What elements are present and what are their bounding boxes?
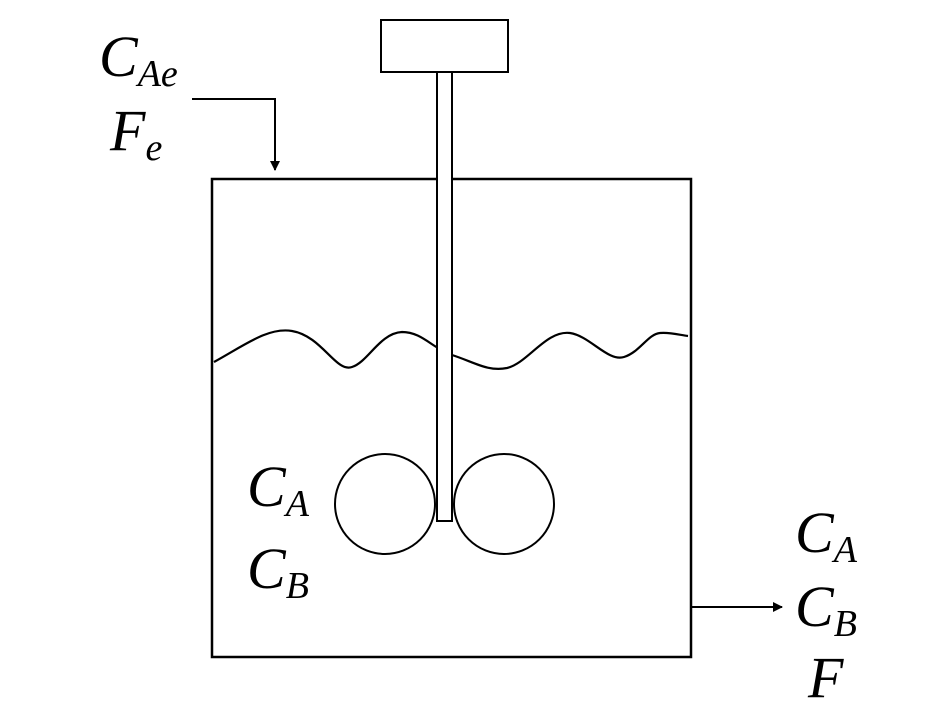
tank-concentration-b-subscript: B (286, 565, 309, 607)
outlet-concentration-a-label: CA (795, 500, 858, 571)
impeller-blade-right (453, 453, 555, 555)
inlet-arrow (192, 98, 280, 171)
outlet-concentration-b-symbol: C (795, 574, 835, 639)
outlet-concentration-b-subscript: B (834, 603, 857, 645)
tank-concentration-a-label: CA (247, 454, 310, 525)
outlet-concentration-a-symbol: C (795, 500, 835, 565)
outlet-concentration-a-subscript: A (831, 529, 858, 571)
inlet-flow-subscript: e (145, 127, 162, 169)
inlet-concentration-label: CAe (99, 24, 178, 95)
tank-concentration-b-label: CB (247, 536, 309, 607)
tank-concentration-b-symbol: C (247, 536, 287, 601)
tank-concentration-a-subscript: A (283, 483, 310, 525)
liquid-surface (213, 329, 689, 370)
inlet-flow-label: Fe (109, 98, 162, 169)
impeller-blade-left (334, 453, 436, 555)
inlet-concentration-symbol: C (99, 24, 139, 89)
stirrer-motor (380, 19, 509, 73)
outlet-concentration-b-label: CB (795, 574, 857, 645)
inlet-concentration-subscript: Ae (135, 53, 178, 95)
tank-concentration-a-symbol: C (247, 454, 287, 519)
outlet-flow-label: F (807, 645, 844, 710)
outlet-flow-symbol: F (807, 645, 844, 710)
stirrer-shaft (436, 71, 453, 522)
inlet-flow-symbol: F (109, 98, 146, 163)
